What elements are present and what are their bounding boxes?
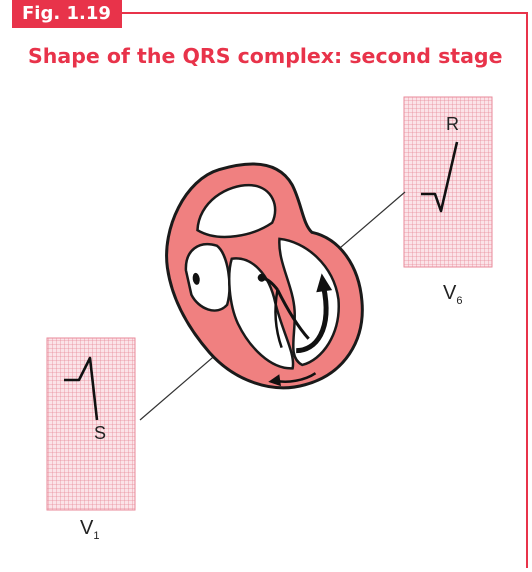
- v1-s-wave-label: S: [94, 423, 106, 444]
- v6-r-wave-label: R: [446, 114, 459, 135]
- v1-lead-name: V: [80, 517, 93, 539]
- heart-cross-section: [155, 151, 373, 402]
- v6-lead-label: V6: [443, 282, 462, 307]
- v6-lead-name: V: [443, 282, 456, 304]
- v1-ecg-strip: [47, 338, 135, 510]
- v1-lead-sub: 1: [93, 530, 99, 542]
- v6-lead-sub: 6: [456, 295, 462, 307]
- v1-lead-label: V1: [80, 517, 99, 542]
